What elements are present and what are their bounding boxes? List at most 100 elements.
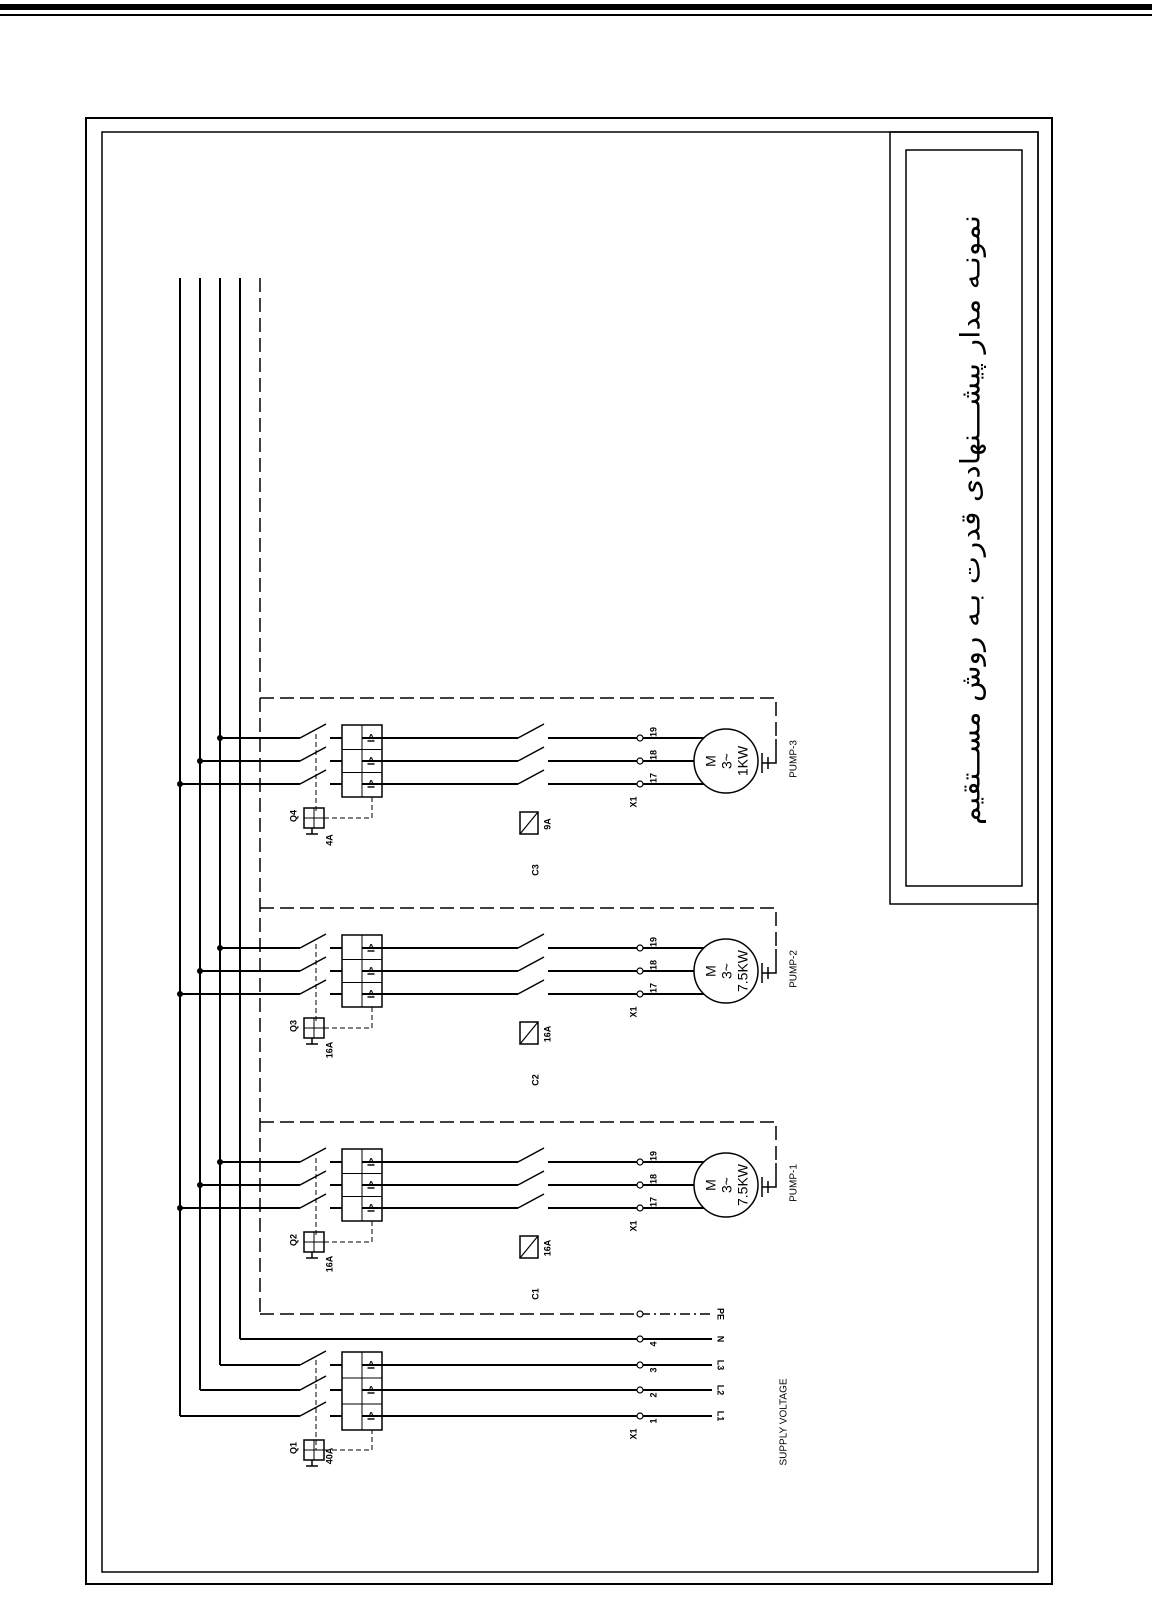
junction-l3 [217,1159,223,1165]
contactor-tag: C1 [530,1288,540,1300]
feeder-pe-line [260,1121,777,1163]
motor-phase: 3~ [719,963,735,979]
overload-through-lines [362,947,382,995]
overload-mark-1: I> [367,990,378,999]
motor-terminal-1 [636,990,644,998]
supply-terminal-strip: X1 [628,1428,638,1439]
breaker-tag: Q3 [288,1020,298,1032]
breaker-contact-3 [299,1147,327,1163]
terminal-number-3: 19 [648,1151,658,1161]
motor-terminal-2 [636,967,644,975]
motor-power: 7.5KW [735,949,751,992]
junction-l2 [197,968,203,974]
overload-mark-1: I> [367,780,378,789]
motor-terminal-3 [636,734,644,742]
line-name-l1: L1 [716,1411,726,1422]
breaker-contact-2 [299,1170,327,1186]
motor-phase: 3~ [719,1177,735,1193]
pump-label: PUMP-2 [789,950,800,988]
supply-terminal-2 [636,1386,644,1394]
breaker-contact-2 [299,956,327,972]
breaker-trip-link [324,1006,373,1029]
motor-terminal-1 [636,1204,644,1212]
motor-symbol [693,1152,759,1218]
supply-terminal-1 [636,1412,644,1420]
supply-terminal-4 [636,1335,644,1343]
motor-terminal-3 [636,944,644,952]
terminal-number-3: 19 [648,937,658,947]
motor-terminal-1 [636,780,644,788]
motor-terminal-2 [636,1181,644,1189]
supply-terminal-number-3: 3 [648,1367,658,1372]
feeder-3: I> I> I> M 3~ 1KW Q4 4A C3 [177,697,800,876]
terminal-number-1: 17 [648,773,658,783]
junction-l3 [217,735,223,741]
overload-through-lines [362,1161,382,1209]
supply-terminal-number-1: 1 [648,1418,658,1423]
terminal-number-3: 19 [648,727,658,737]
overload-through-lines [362,737,382,785]
contactor-contact-1 [517,1193,545,1209]
breaker-rating: 4A [324,834,334,846]
pump-label: PUMP-1 [789,1164,800,1202]
breaker-trip-link [324,1220,373,1243]
junction-l3 [217,945,223,951]
terminal-number-2: 18 [648,960,658,970]
contactor-contact-3 [517,723,545,739]
feeder-2: I> I> I> M 3~ 7.5KW Q3 16A C2 [177,907,800,1086]
overload-mark-2: I> [367,967,378,976]
contactor-contact-2 [517,746,545,762]
junction-l2 [197,758,203,764]
inner-border [101,131,1039,1573]
junction-l2 [197,1182,203,1188]
supply-overload-relay: I> I> I> [330,1351,383,1431]
contactor-coil-diagonal [519,1021,539,1045]
contactor-coil [519,811,539,835]
overload-mark-2: I> [367,757,378,766]
breaker-trip-link [324,796,373,819]
feeder-pe-line [260,907,777,949]
breaker-contact-3 [299,933,327,949]
supply-terminal-number-2: 2 [648,1392,658,1397]
contactor-contact-1 [517,769,545,785]
overload-mark-2: I> [367,1181,378,1190]
supply-terminal-number-4: 4 [648,1341,658,1346]
motor-phase: 3~ [719,753,735,769]
title-block-inner [905,149,1023,887]
line-name-n: N [716,1336,726,1343]
title-block-outer [889,131,1039,905]
motor-symbol [693,728,759,794]
header-rule-thick [0,4,1152,10]
motor-terminal-2 [636,757,644,765]
supply-breaker-tag: Q1 [288,1442,298,1454]
feeder-1: I> I> I> M 3~ 7.5KW Q2 16A C1 [177,1121,800,1300]
junction-l1 [177,781,183,787]
terminal-strip: X1 [628,796,638,807]
motor-power: 1KW [735,745,751,776]
breaker-rating: 16A [324,1255,334,1272]
contactor-contact-3 [517,933,545,949]
supply-terminal-pe [636,1310,644,1318]
terminal-strip: X1 [628,1220,638,1231]
contactor-contact-2 [517,1170,545,1186]
contactor-coil-diagonal [519,1235,539,1259]
overload-mark-3: I> [367,1158,378,1167]
line-name-l2: L2 [716,1385,726,1396]
breaker-rating: 16A [324,1041,334,1058]
contactor-tag: C3 [530,864,540,876]
overload-mark-3: I> [367,734,378,743]
contactor-tag: C2 [530,1074,540,1086]
supply-switch-contact-1 [299,1401,327,1417]
terminal-number-2: 18 [648,750,658,760]
motor-power: 7.5KW [735,1163,751,1206]
terminal-strip: X1 [628,1006,638,1017]
contactor-rating: 16A [542,1025,552,1042]
overload-mark-1: I> [367,1204,378,1213]
feeders: I> I> I> M 3~ 7.5KW Q2 16A C1 [177,697,800,1300]
drawing-title: نمونـه مدار پیشـــنهادی قدرت بـه روش مسـ… [956,215,987,825]
motor-letter: M [703,1179,719,1191]
pump-label: PUMP-3 [789,740,800,778]
overload-mark-3: I> [367,944,378,953]
